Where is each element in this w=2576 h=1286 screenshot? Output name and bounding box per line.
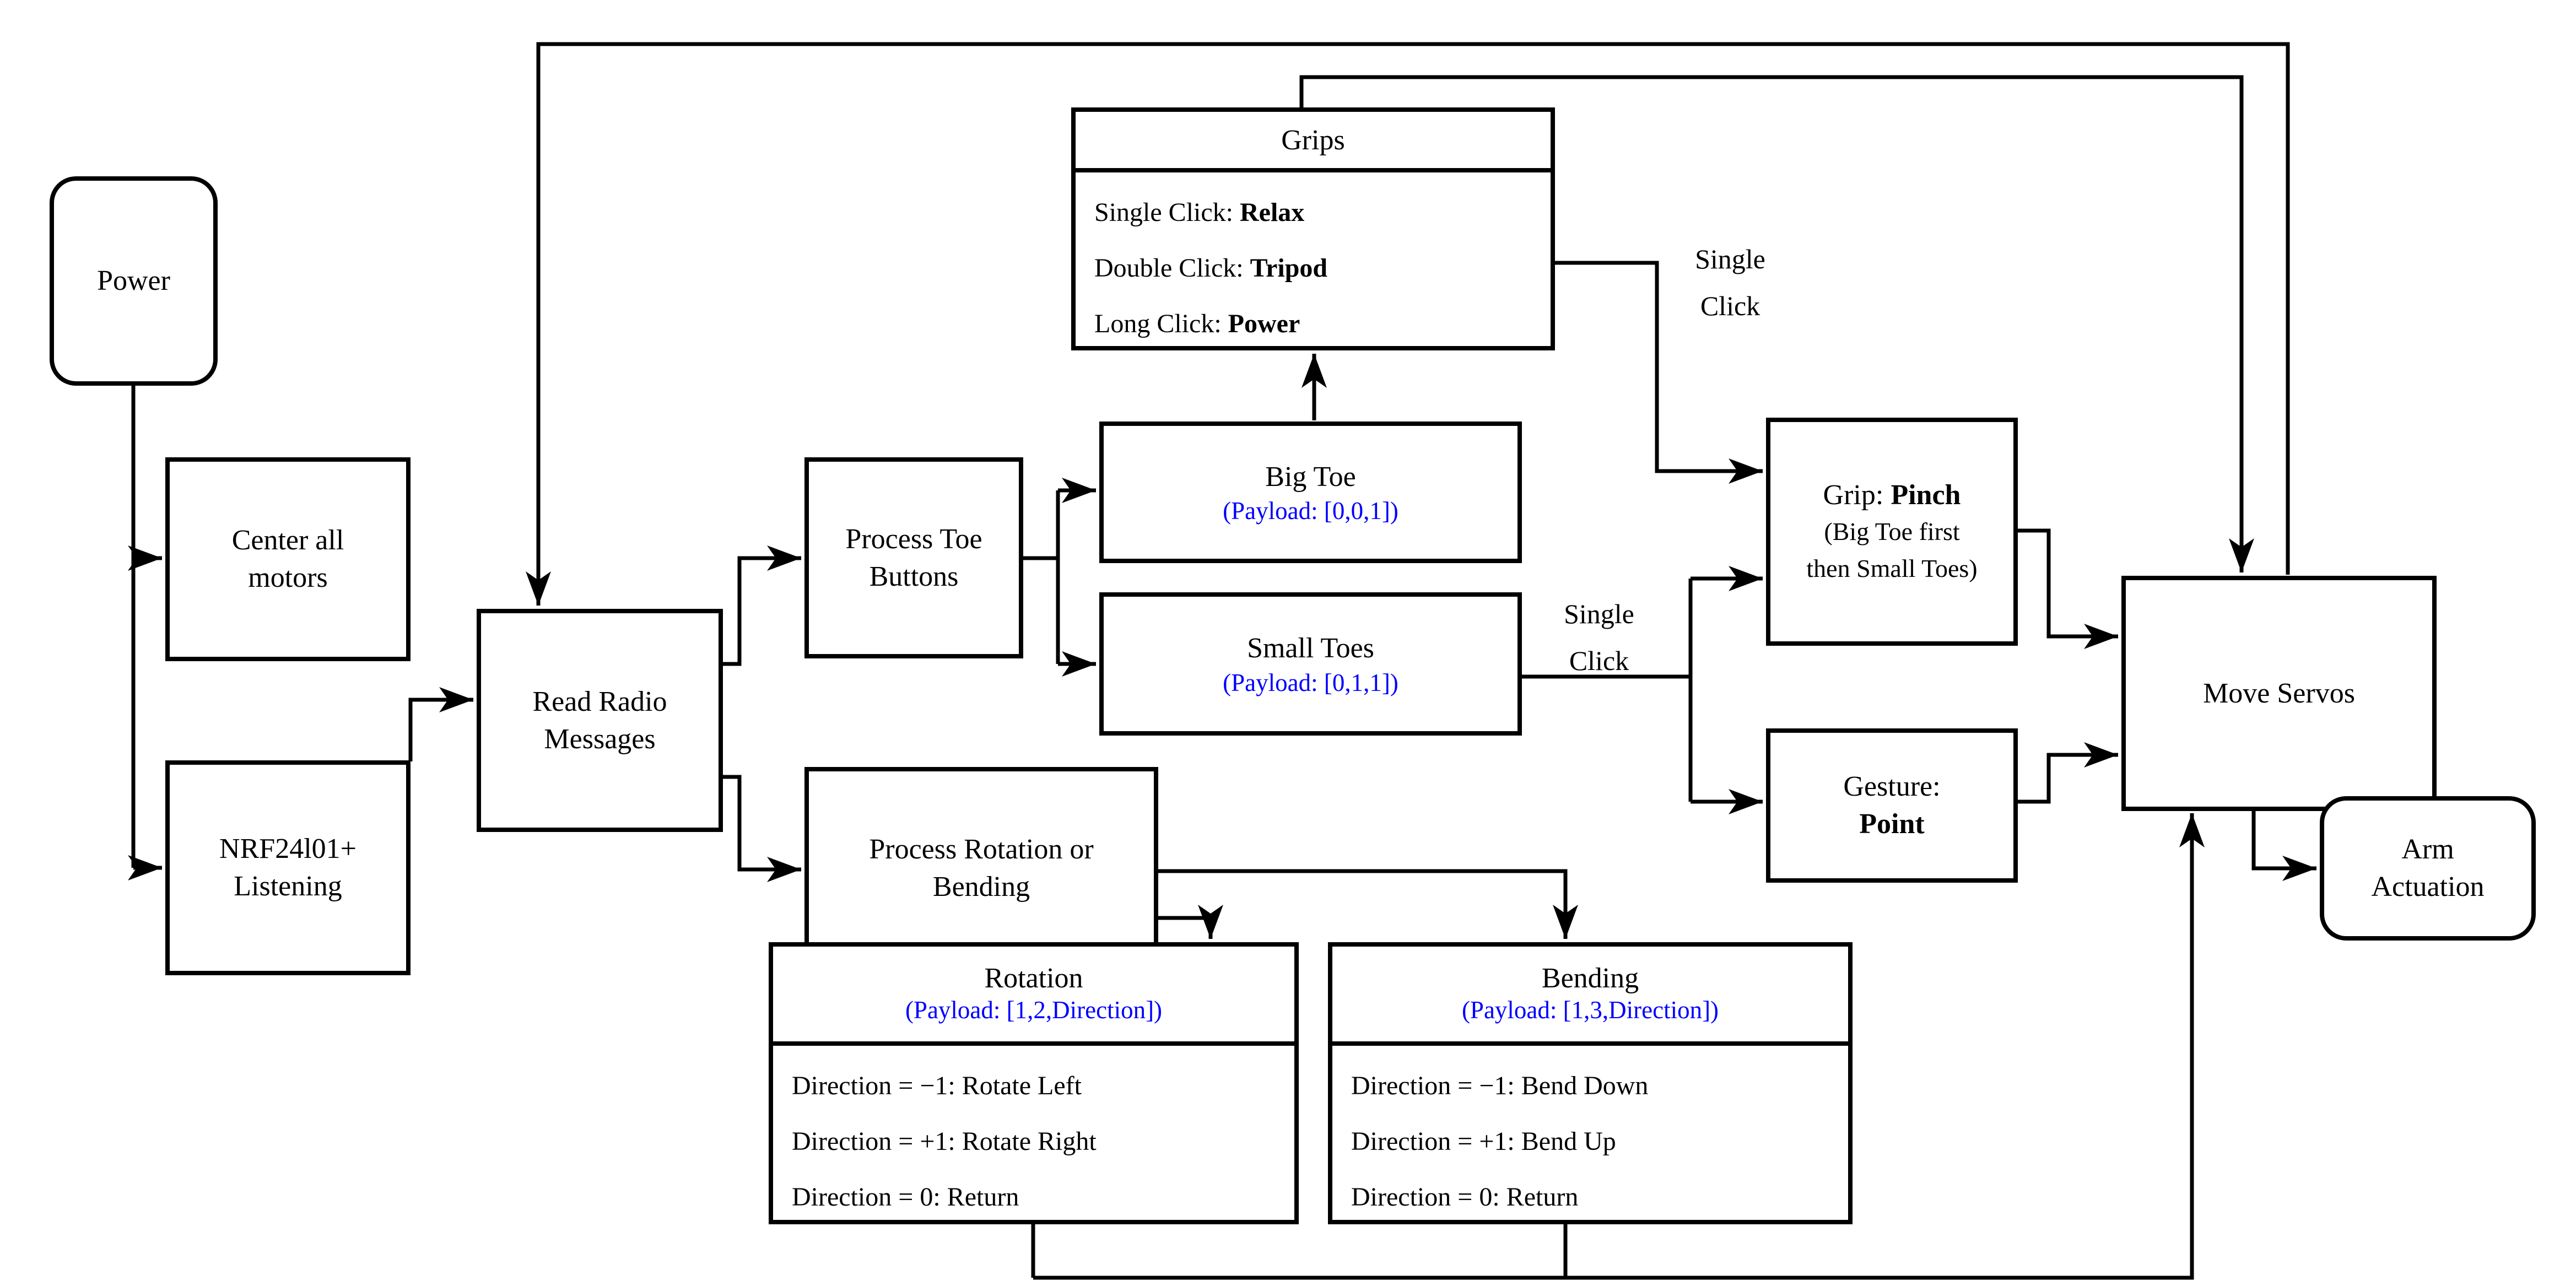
edge-moveservos-to-arm [2251,809,2316,881]
rotation-row-1: Direction = +1: Rotate Right [792,1127,1097,1156]
edge-label-single-click-top: Single Click [1656,236,1805,329]
grips-row-double-key: Double Click: [1094,253,1250,283]
edge-prob-to-bending [1158,869,1578,939]
single-click-top-line1: Single [1695,244,1765,274]
node-nrf-line1: NRF24l01+ [219,833,357,865]
grips-row-double: Double Click: Tripod [1094,240,1545,296]
node-move-servos: Move Servos [2121,576,2437,811]
node-nrf-line2: Listening [234,871,342,902]
single-click-mid-line2: Click [1569,645,1629,676]
rotation-row-2: Direction = 0: Return [792,1182,1019,1212]
node-gesture-value: Point [1859,808,1925,840]
node-move-servos-label: Move Servos [2203,677,2355,709]
node-grip-pinch-label: Grip: Pinch [1823,477,1961,514]
node-grips: Grips Single Click: Relax Double Click: … [1071,107,1555,350]
grips-row-long: Long Click: Power [1094,296,1545,352]
grips-row-single-value: Relax [1240,198,1305,227]
node-read-radio: Read Radio Messages [477,609,723,832]
edge-readradio-to-processtoe [723,545,801,666]
node-big-toe-label: Big Toe [1265,461,1356,493]
edge-processtoe-split [1023,490,1060,664]
node-prob-line1: Process Rotation or [869,834,1094,866]
single-click-top-line2: Click [1700,290,1760,321]
edge-smalltoes-split [1522,579,1693,802]
node-bending-title: Bending [1541,963,1639,995]
edge-grips-to-moveservos-top [1299,75,2254,572]
bending-row-1: Direction = +1: Bend Up [1351,1127,1616,1156]
node-center-motors-line1: Center all [231,525,344,556]
node-grip-pinch-note1: (Big Toe first [1824,517,1960,546]
grips-row-single: Single Click: Relax [1094,185,1545,240]
node-big-toe: Big Toe (Payload: [0,0,1]) [1099,422,1522,563]
edge-grips-to-pinch [1555,261,1763,484]
rotation-row-0: Direction = −1: Rotate Left [792,1071,1082,1100]
grip-pinch-value: Pinch [1891,479,1961,511]
node-gesture-label: Gesture: [1843,771,1941,803]
edge-label-single-click-mid: Single Click [1522,591,1676,684]
node-process-toe: Process Toe Buttons [804,457,1023,658]
node-rotation: Rotation (Payload: [1,2,Direction]) Dire… [769,942,1299,1224]
node-power: Power [50,176,218,386]
node-arm-line1: Arm [2401,834,2454,866]
node-small-toes: Small Toes (Payload: [0,1,1]) [1099,592,1522,736]
node-rotation-payload: (Payload: [1,2,Direction]) [905,996,1163,1024]
node-gesture-point: Gesture: Point [1766,728,2018,883]
grips-row-single-key: Single Click: [1094,198,1240,227]
grips-row-double-value: Tripod [1250,253,1328,283]
node-bending-payload: (Payload: [1,3,Direction]) [1461,996,1719,1024]
edge-moveservos-to-read-radio [526,42,2290,606]
edge-prob-to-rotation [1158,905,1223,939]
node-center-motors-line2: motors [248,562,328,593]
node-read-radio-line2: Messages [544,723,656,755]
node-rotation-body: Direction = −1: Rotate Left Direction = … [773,1046,1294,1225]
node-arm-line2: Actuation [2371,871,2485,903]
node-grips-body: Single Click: Relax Double Click: Tripod… [1076,172,1551,352]
node-small-toes-payload: (Payload: [0,1,1]) [1223,668,1398,696]
node-bending-body: Direction = −1: Bend Down Direction = +1… [1332,1046,1848,1225]
grips-row-long-value: Power [1228,309,1300,338]
grip-pinch-key: Grip: [1823,479,1891,511]
node-big-toe-payload: (Payload: [0,0,1]) [1223,497,1398,525]
edge-gesture-to-moveservos [2018,742,2118,804]
bending-row-0: Direction = −1: Bend Down [1351,1071,1649,1100]
single-click-mid-line1: Single [1564,598,1634,629]
node-grip-pinch-note2: then Small Toes) [1806,554,1978,582]
node-small-toes-label: Small Toes [1247,633,1374,664]
bending-row-2: Direction = 0: Return [1351,1182,1579,1212]
node-process-toe-line1: Process Toe [845,523,982,555]
node-bending: Bending (Payload: [1,3,Direction]) Direc… [1328,942,1853,1224]
node-grip-pinch: Grip: Pinch (Big Toe first then Small To… [1766,418,2018,646]
edge-bottom-feedback [1033,813,2205,1280]
edge-readradio-to-processrob [723,775,801,882]
node-process-toe-line2: Buttons [869,560,959,592]
edge-nrf-to-read-radio [408,687,473,761]
node-grips-title: Grips [1076,112,1551,172]
node-prob-line2: Bending [932,871,1030,903]
node-rotation-title: Rotation [984,963,1083,995]
node-center-motors: Center all motors [165,457,411,661]
node-process-rotation-bending: Process Rotation or Bending [804,767,1158,970]
node-power-label: Power [97,265,170,297]
grips-row-long-key: Long Click: [1094,309,1228,338]
edge-pinch-to-moveservos [2018,528,2118,649]
node-read-radio-line1: Read Radio [532,685,667,717]
node-arm-actuation: Arm Actuation [2320,796,2536,941]
node-nrf-listening: NRF24l01+ Listening [165,760,411,975]
